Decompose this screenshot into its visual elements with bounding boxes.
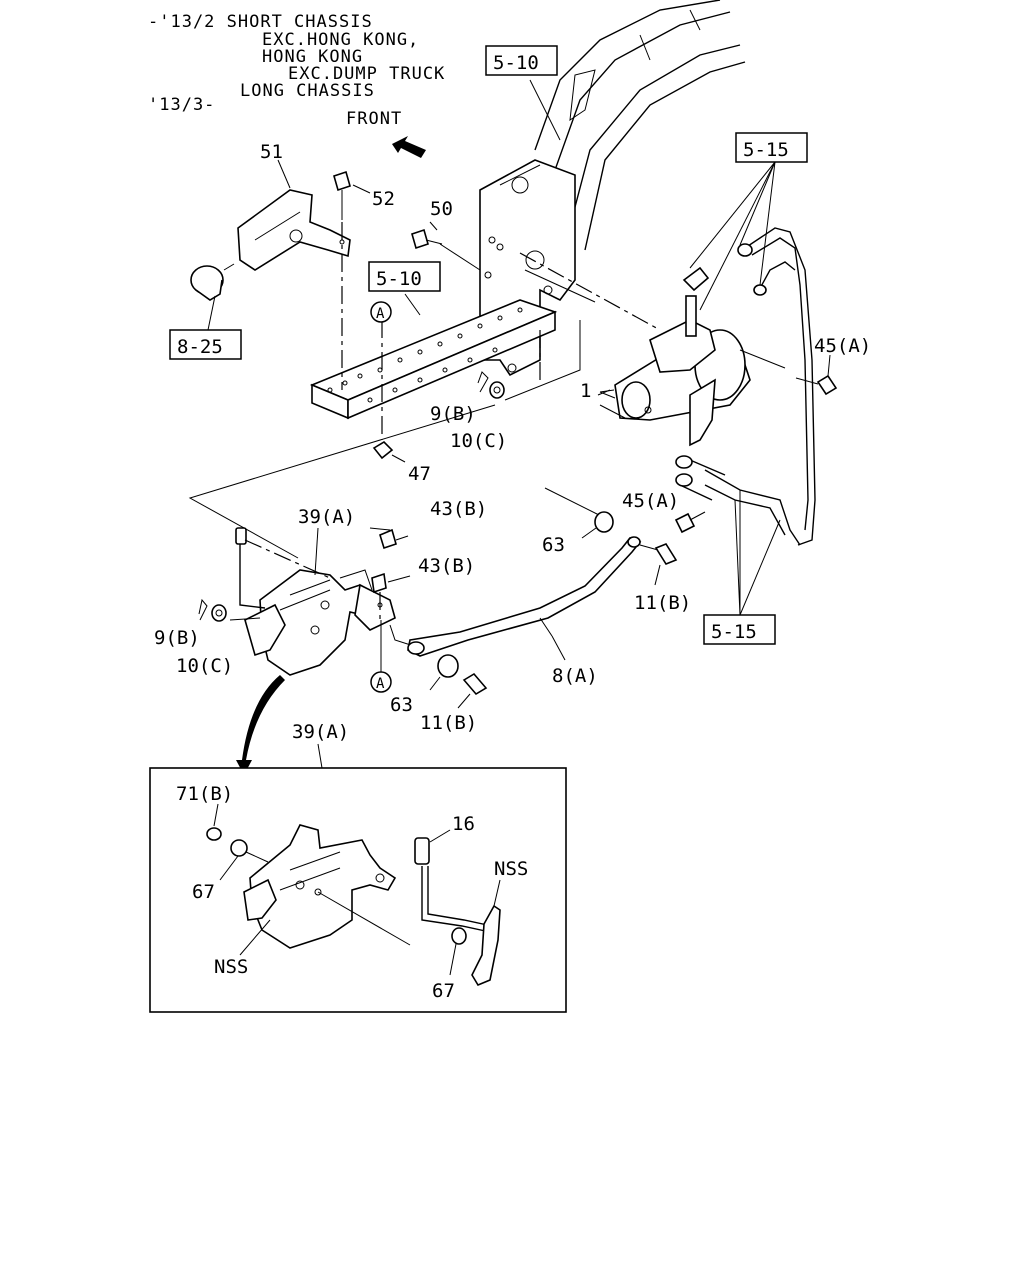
header-line-6: '13/3- [148,95,215,115]
callout-8a: 8(A) [552,665,598,687]
svg-text:5-15: 5-15 [743,139,789,161]
ref-box-5-10-top[interactable]: 5-10 [485,45,558,76]
header-line-3: HONG KONG [262,47,363,67]
callout-11b-bottom: 11(B) [420,712,477,734]
chassis-rail [309,299,558,420]
callout-a-bottom: A [376,676,385,692]
dashed-link-bracket [504,252,661,401]
detail-box-39a: 39(A) 71(B) 16 67 NSS NSS 67 [149,721,567,1013]
cab-frame-outline [534,0,746,251]
detail-title: 39(A) [292,721,349,743]
ref-box-5-15-bottom[interactable]: 5-15 [703,614,776,645]
part-8-25-knob [190,263,235,301]
header-line-4: EXC.DUMP TRUCK [288,64,445,84]
callout-10c-top: 10(C) [450,430,507,452]
part-50-bolt [411,221,481,271]
svg-text:5-15: 5-15 [711,621,757,643]
callout-a-top: A [376,306,385,322]
detail-callout-67-left: 67 [192,881,215,903]
ref-box-5-10-mid[interactable]: 5-10 [368,261,441,292]
callout-51: 51 [260,141,283,163]
callout-52: 52 [372,188,395,210]
callout-1: 1 [580,380,591,402]
part-52-bolt [333,170,371,390]
callout-47: 47 [408,463,431,485]
part-51-bracket [237,189,351,271]
detail-callout-16: 16 [452,813,475,835]
part-43b-bolts [371,528,411,620]
circle-a-marker-top [370,301,392,323]
detail-callout-nss-right: NSS [494,858,528,880]
callout-labels: 51 52 50 A 1 45(A) 9(B) 10(C) 47 39(A) 4… [154,141,871,734]
upper-small-parts [372,320,505,463]
callout-39a: 39(A) [298,506,355,528]
front-arrow-icon [392,136,426,158]
ref-box-5-15-top[interactable]: 5-15 [735,132,808,163]
callout-45a-bottom: 45(A) [622,490,679,512]
callout-43b-top: 43(B) [430,498,487,520]
leader-lines [207,79,831,616]
ref-box-8-25[interactable]: 8-25 [169,329,242,360]
detail-callout-71b: 71(B) [176,783,233,805]
callout-11b-top: 11(B) [634,592,691,614]
callout-9b-bottom: 9(B) [154,627,200,649]
applicability-header: -'13/2 SHORT CHASSIS EXC.HONG KONG, HONG… [148,12,445,129]
svg-text:8-25: 8-25 [177,336,223,358]
header-line-5: LONG CHASSIS [240,81,375,101]
lower-small-parts [198,511,678,709]
header-line-1: -'13/2 SHORT CHASSIS [148,12,373,32]
circle-a-marker-bottom [370,620,392,693]
callout-9b-top: 9(B) [430,403,476,425]
callout-63-top: 63 [542,534,565,556]
detail-callout-nss-left: NSS [214,956,248,978]
part-1-cylinder [597,266,751,447]
header-line-2: EXC.HONG KONG, [262,30,419,50]
front-label: FRONT [346,109,402,129]
callout-43b-bottom: 43(B) [418,555,475,577]
callout-45a-top: 45(A) [814,335,871,357]
callout-50: 50 [430,198,453,220]
callout-63-bottom: 63 [390,694,413,716]
svg-text:5-10: 5-10 [493,52,539,74]
detail-callout-67-right: 67 [432,980,455,1002]
part-8a-rod [407,536,642,661]
svg-text:5-10: 5-10 [376,268,422,290]
callout-10c-bottom: 10(C) [176,655,233,677]
part-45-bolts [674,374,838,534]
detail-arrow-icon [236,675,285,775]
pipe-lines [675,227,816,546]
part-39a-assembly [235,527,396,676]
